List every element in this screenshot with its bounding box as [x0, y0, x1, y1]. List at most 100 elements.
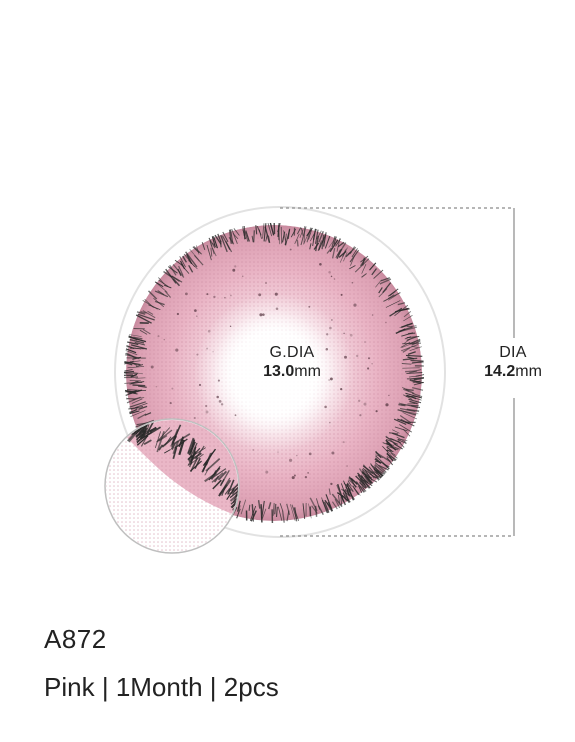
lash-stroke: [130, 407, 139, 410]
lash-stroke: [154, 290, 169, 298]
lash-stroke: [302, 503, 306, 519]
lash-stroke: [139, 329, 148, 335]
lash-stroke: [390, 452, 398, 459]
lash-stroke: [334, 498, 341, 509]
lash-stroke: [193, 246, 202, 255]
lash-stroke: [385, 439, 393, 448]
lash-stroke: [337, 241, 345, 248]
lash-stroke: [299, 229, 304, 238]
lash-stroke: [342, 249, 347, 258]
spec-separator: |: [209, 672, 217, 702]
lash-stroke: [329, 239, 339, 253]
lash-stroke: [386, 445, 398, 451]
lash-stroke: [255, 225, 258, 235]
lash-stroke: [147, 310, 154, 315]
lash-stroke: [138, 385, 147, 388]
lens-speck: [175, 348, 179, 352]
lash-stroke: [183, 253, 195, 267]
lens-speck: [176, 312, 180, 316]
lens-speck: [196, 353, 199, 356]
lash-stroke: [385, 300, 401, 308]
lens-speck: [340, 293, 343, 296]
lash-stroke: [300, 227, 304, 236]
lash-stroke: [382, 462, 390, 470]
zoom-lash-stroke: [136, 433, 143, 441]
zoom-lash-stroke: [112, 430, 127, 439]
lens-speck: [262, 313, 265, 316]
gdia-label: G.DIA 13.0mm: [232, 343, 352, 381]
lash-stroke: [344, 488, 352, 497]
lash-stroke: [402, 347, 411, 353]
lash-stroke: [155, 281, 164, 288]
lash-stroke: [393, 443, 403, 450]
lens-speck: [296, 454, 298, 457]
lash-stroke: [399, 415, 412, 424]
zoom-lash-stroke: [227, 479, 235, 495]
lash-stroke: [410, 405, 421, 409]
lens-speck: [220, 403, 224, 406]
lash-stroke: [172, 278, 181, 287]
lash-stroke: [296, 227, 302, 235]
lens-speck: [205, 404, 208, 408]
lash-stroke: [135, 419, 155, 428]
lash-stroke: [373, 471, 383, 478]
lens-speck: [333, 278, 336, 280]
lash-stroke: [257, 500, 261, 509]
lash-stroke: [201, 242, 206, 251]
lens-speck: [367, 367, 370, 370]
lens-speck: [265, 470, 269, 474]
lash-stroke: [211, 236, 216, 247]
lash-stroke: [315, 498, 321, 510]
lash-stroke: [398, 403, 406, 407]
lash-stroke: [400, 410, 419, 415]
lash-stroke: [129, 381, 145, 385]
spec-separator: |: [101, 672, 109, 702]
lash-stroke: [128, 334, 142, 337]
lash-stroke: [340, 496, 343, 506]
lens-speck: [216, 395, 219, 399]
lash-stroke: [312, 228, 317, 241]
lash-stroke: [408, 375, 420, 378]
lash-stroke: [306, 227, 312, 243]
lash-stroke: [371, 268, 378, 276]
dia-dimension-lines: [280, 207, 515, 537]
zoom-lash-stroke: [190, 452, 202, 461]
lash-stroke: [127, 341, 139, 346]
lash-stroke: [335, 249, 341, 259]
lash-stroke: [397, 439, 407, 444]
lash-stroke: [130, 410, 146, 417]
lens-speck: [289, 248, 292, 251]
lens-speck: [229, 325, 232, 327]
lash-stroke: [409, 379, 421, 385]
lens-speck: [275, 307, 279, 310]
lash-stroke: [136, 311, 146, 315]
lens-speck: [252, 449, 255, 451]
lash-stroke: [251, 235, 254, 243]
zoom-lash-stroke: [218, 477, 231, 497]
zoom-detail-circle: [104, 418, 240, 554]
lash-stroke: [210, 247, 213, 257]
lash-stroke: [373, 468, 384, 477]
lash-stroke: [346, 482, 354, 493]
lens-speck: [155, 385, 158, 388]
lash-stroke: [348, 477, 356, 483]
zoom-lash-stroke: [110, 432, 117, 439]
lens-speck: [206, 293, 209, 296]
lens-speck: [304, 475, 308, 479]
zoom-lash-stroke: [158, 435, 168, 442]
lash-stroke: [140, 311, 147, 314]
zoom-lash-stroke: [109, 420, 116, 424]
lash-stroke: [188, 264, 194, 273]
lash-stroke: [386, 449, 394, 452]
lash-stroke: [406, 336, 420, 339]
lash-stroke: [138, 405, 148, 410]
zoom-lash-stroke: [224, 488, 231, 495]
lens-speck: [326, 333, 329, 336]
lash-stroke: [366, 476, 378, 483]
gdia-number: 13.0: [263, 363, 295, 381]
lash-stroke: [300, 226, 307, 246]
lash-stroke: [134, 341, 146, 346]
lash-stroke: [386, 446, 393, 452]
